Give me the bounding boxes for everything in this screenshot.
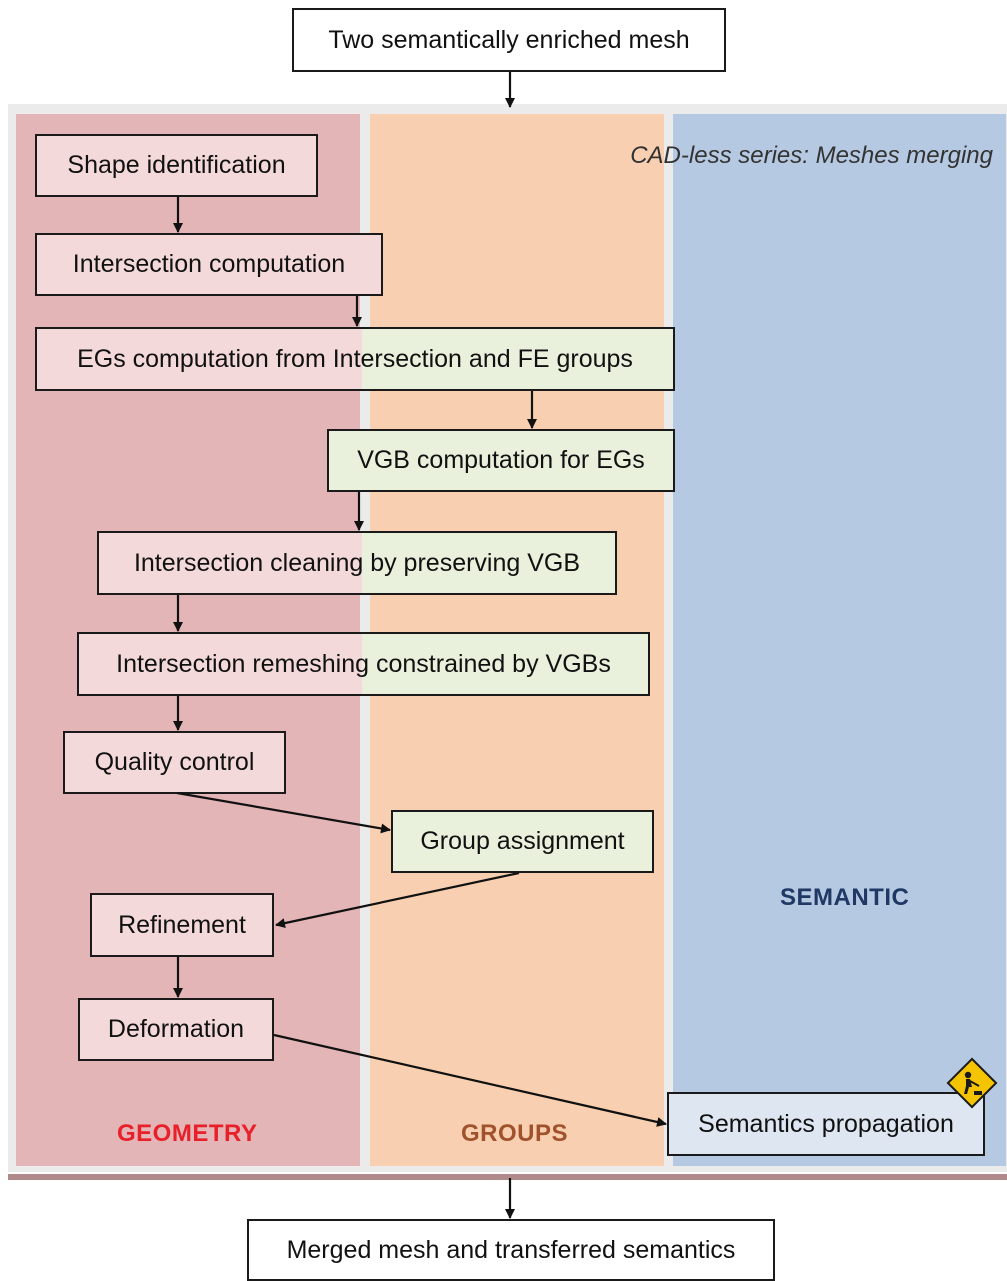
intersection-computation-box: Intersection computation: [35, 233, 383, 296]
shape-identification-box: Shape identification: [35, 134, 318, 197]
group-assignment-box: Group assignment: [391, 810, 654, 873]
semantic-lane: [673, 114, 1006, 1166]
frame-bottom-rule: [8, 1174, 1007, 1180]
egs-computation-box: EGs computation from Intersection and FE…: [35, 327, 675, 391]
vgb-computation-box: VGB computation for EGs: [327, 429, 675, 492]
arrow-group-to-refinement: [275, 871, 520, 929]
deformation-box: Deformation: [78, 998, 274, 1061]
groups-lane-label: GROUPS: [461, 1120, 569, 1147]
intersection-remeshing-box: Intersection remeshing constrained by VG…: [77, 632, 650, 696]
quality-control-box: Quality control: [63, 731, 286, 794]
geometry-lane-label: GEOMETRY: [117, 1120, 258, 1147]
input-box: Two semantically enriched mesh: [292, 8, 726, 72]
arrow-quality-to-group: [176, 791, 391, 834]
semantics-propagation-box: Semantics propagation: [667, 1092, 985, 1156]
refinement-box: Refinement: [90, 893, 274, 957]
arrow-deformation-to-semantics: [273, 1033, 667, 1127]
semantic-lane-label: SEMANTIC: [780, 884, 910, 911]
series-title: CAD-less series: Meshes merging: [630, 142, 993, 169]
under-construction-icon: [946, 1057, 998, 1109]
intersection-cleaning-box: Intersection cleaning by preserving VGB: [97, 531, 617, 595]
output-box: Merged mesh and transferred semantics: [247, 1219, 775, 1281]
